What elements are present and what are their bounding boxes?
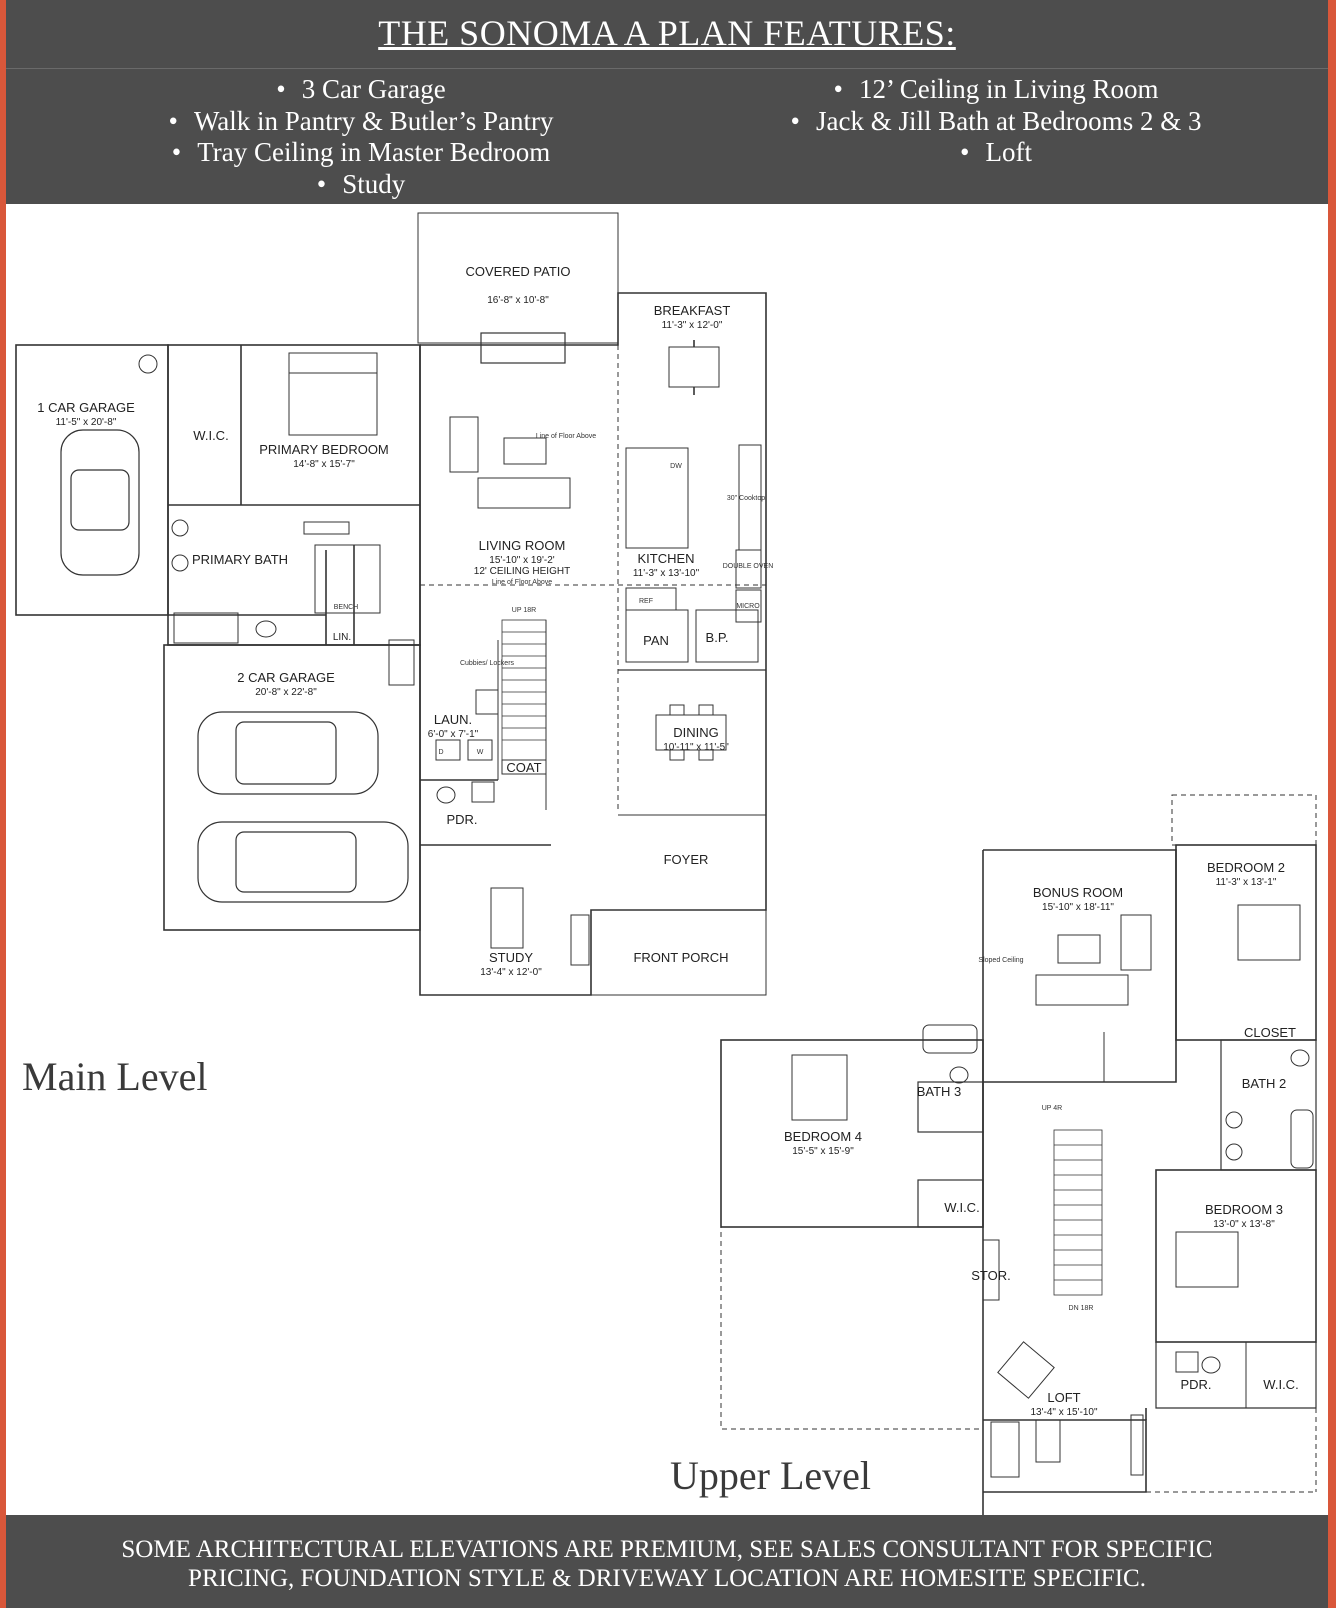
features-right: 12’ Ceiling in Living Room Jack & Jill B… <box>696 74 1296 169</box>
living-room-label: LIVING ROOM <box>479 538 566 553</box>
living-room-dims: 15'-10" x 19'-2' <box>489 555 555 566</box>
loft-outline <box>983 1419 1147 1493</box>
wic-upper2-label: W.I.C. <box>1263 1377 1298 1392</box>
bath3-label: BATH 3 <box>917 1084 962 1099</box>
floor-above-fixture: Line of Floor Above <box>536 433 596 440</box>
banner-divider <box>6 68 1328 69</box>
car-icon <box>197 821 409 903</box>
bedroom2-label: BEDROOM 2 <box>1207 860 1285 875</box>
laundry-label: LAUN. <box>434 712 472 727</box>
disclaimer-text: SOME ARCHITECTURAL ELEVATIONS ARE PREMIU… <box>26 1535 1308 1593</box>
floor-plan-drawing: COVERED PATIO 16'-8" x 10'-8" BREAKFAST … <box>15 212 1317 1515</box>
dryer-label: D <box>438 749 443 756</box>
stair-dn-label: DN 18R <box>1069 1305 1094 1312</box>
foyer-label: FOYER <box>664 852 709 867</box>
feature-item: Tray Ceiling in Master Bedroom <box>46 137 676 169</box>
double-oven-label: DOUBLE OVEN <box>723 563 774 570</box>
floor-above-note: Line of Floor Above <box>492 579 552 586</box>
dishwasher-label: DW <box>670 463 682 470</box>
bedroom3-dims: 13'-0" x 13'-8" <box>1213 1219 1275 1230</box>
covered-patio-dims: 16'-8" x 10'-8" <box>487 295 549 306</box>
breakfast-dims: 11'-3" x 12'-0" <box>662 320 723 331</box>
pdr-upper-label: PDR. <box>1180 1377 1211 1392</box>
car-icon <box>197 711 379 795</box>
kitchen-label: KITCHEN <box>637 551 694 566</box>
cubbies-label: Cubbies/ Lockers <box>460 660 515 667</box>
study-label: STUDY <box>489 950 533 965</box>
primary-suite-outline <box>167 344 421 646</box>
loft-dims: 13'-4" x 15'-10" <box>1030 1407 1098 1418</box>
bonus-room-dims: 15'-10" x 18'-11" <box>1042 902 1114 913</box>
upper-level-label: Upper Level <box>670 1453 872 1498</box>
powder-label: PDR. <box>446 812 477 827</box>
micro-label: MICRO <box>736 603 760 610</box>
car-icon <box>60 429 140 576</box>
stair-label: UP 18R <box>512 607 536 614</box>
disclaimer-line: SOME ARCHITECTURAL ELEVATIONS ARE PREMIU… <box>121 1536 1213 1563</box>
coat-label: COAT <box>506 760 541 775</box>
feature-item: Walk in Pantry & Butler’s Pantry <box>46 106 676 138</box>
one-car-garage-dims: 11'-5" x 20'-8" <box>56 417 117 428</box>
bath2-label: BATH 2 <box>1242 1076 1287 1091</box>
closet-label: CLOSET <box>1244 1025 1296 1040</box>
pantry-label: PAN <box>643 633 669 648</box>
loft-label: LOFT <box>1047 1390 1080 1405</box>
feature-item: 12’ Ceiling in Living Room <box>696 74 1296 106</box>
bedroom3-outline <box>1155 1169 1317 1343</box>
page-title: THE SONOMA A PLAN FEATURES: <box>378 13 956 53</box>
dining-label: DINING <box>673 725 719 740</box>
disclaimer-line: PRICING, FOUNDATION STYLE & DRIVEWAY LOC… <box>188 1565 1146 1592</box>
bonus-room-label: BONUS ROOM <box>1033 885 1123 900</box>
bedroom4-label: BEDROOM 4 <box>784 1129 862 1144</box>
study-dims: 13'-4" x 12'-0" <box>480 967 542 978</box>
bedroom2-dims: 11'-3" x 13'-1" <box>1216 877 1277 888</box>
page-frame: THE SONOMA A PLAN FEATURES: 3 Car Garage… <box>6 0 1328 1608</box>
covered-patio-label: COVERED PATIO <box>466 264 571 279</box>
bench-label: BENCH <box>334 604 359 611</box>
sloped-ceiling-label: Sloped Ceiling <box>978 957 1023 964</box>
primary-bath-label: PRIMARY BATH <box>192 552 288 567</box>
front-porch-label: FRONT PORCH <box>633 950 728 965</box>
disclaimer-banner: SOME ARCHITECTURAL ELEVATIONS ARE PREMIU… <box>6 1515 1328 1608</box>
wic-label: W.I.C. <box>193 428 228 443</box>
feature-item: Loft <box>696 137 1296 169</box>
wic-upper-label: W.I.C. <box>944 1200 979 1215</box>
bedroom3-label: BEDROOM 3 <box>1205 1202 1283 1217</box>
stair-up-label: UP 4R <box>1042 1105 1063 1112</box>
one-car-garage-label: 1 CAR GARAGE <box>37 400 135 415</box>
stor-label: STOR. <box>971 1268 1011 1283</box>
ref-label: REF <box>639 598 653 605</box>
main-level-label: Main Level <box>22 1054 208 1099</box>
features-banner: THE SONOMA A PLAN FEATURES: 3 Car Garage… <box>6 0 1328 204</box>
kitchen-dims: 11'-3" x 13'-10" <box>633 568 700 579</box>
cooktop-label: 30" Cooktop <box>727 495 765 502</box>
laundry-dims: 6'-0" x 7'-1" <box>428 729 479 740</box>
feature-item: Jack & Jill Bath at Bedrooms 2 & 3 <box>696 106 1296 138</box>
two-car-garage-label: 2 CAR GARAGE <box>237 670 335 685</box>
two-car-garage-dims: 20'-8" x 22'-8" <box>255 687 317 698</box>
feature-item: 3 Car Garage <box>46 74 676 106</box>
features-left: 3 Car Garage Walk in Pantry & Butler’s P… <box>46 74 676 200</box>
covered-patio-outline <box>417 212 619 344</box>
feature-item: Study <box>46 169 676 201</box>
dining-dims: 10'-11" x 11'-5" <box>663 742 729 753</box>
living-room-ceiling: 12' CEILING HEIGHT <box>474 566 570 577</box>
primary-bedroom-label: PRIMARY BEDROOM <box>259 442 389 457</box>
washer-label: W <box>477 749 484 756</box>
breakfast-label: BREAKFAST <box>654 303 731 318</box>
linen-label: LIN. <box>333 632 351 643</box>
bedroom4-dims: 15'-5" x 15'-9" <box>792 1146 854 1157</box>
butlers-pantry-label: B.P. <box>706 630 729 645</box>
primary-bedroom-dims: 14'-8" x 15'-7" <box>293 459 355 470</box>
